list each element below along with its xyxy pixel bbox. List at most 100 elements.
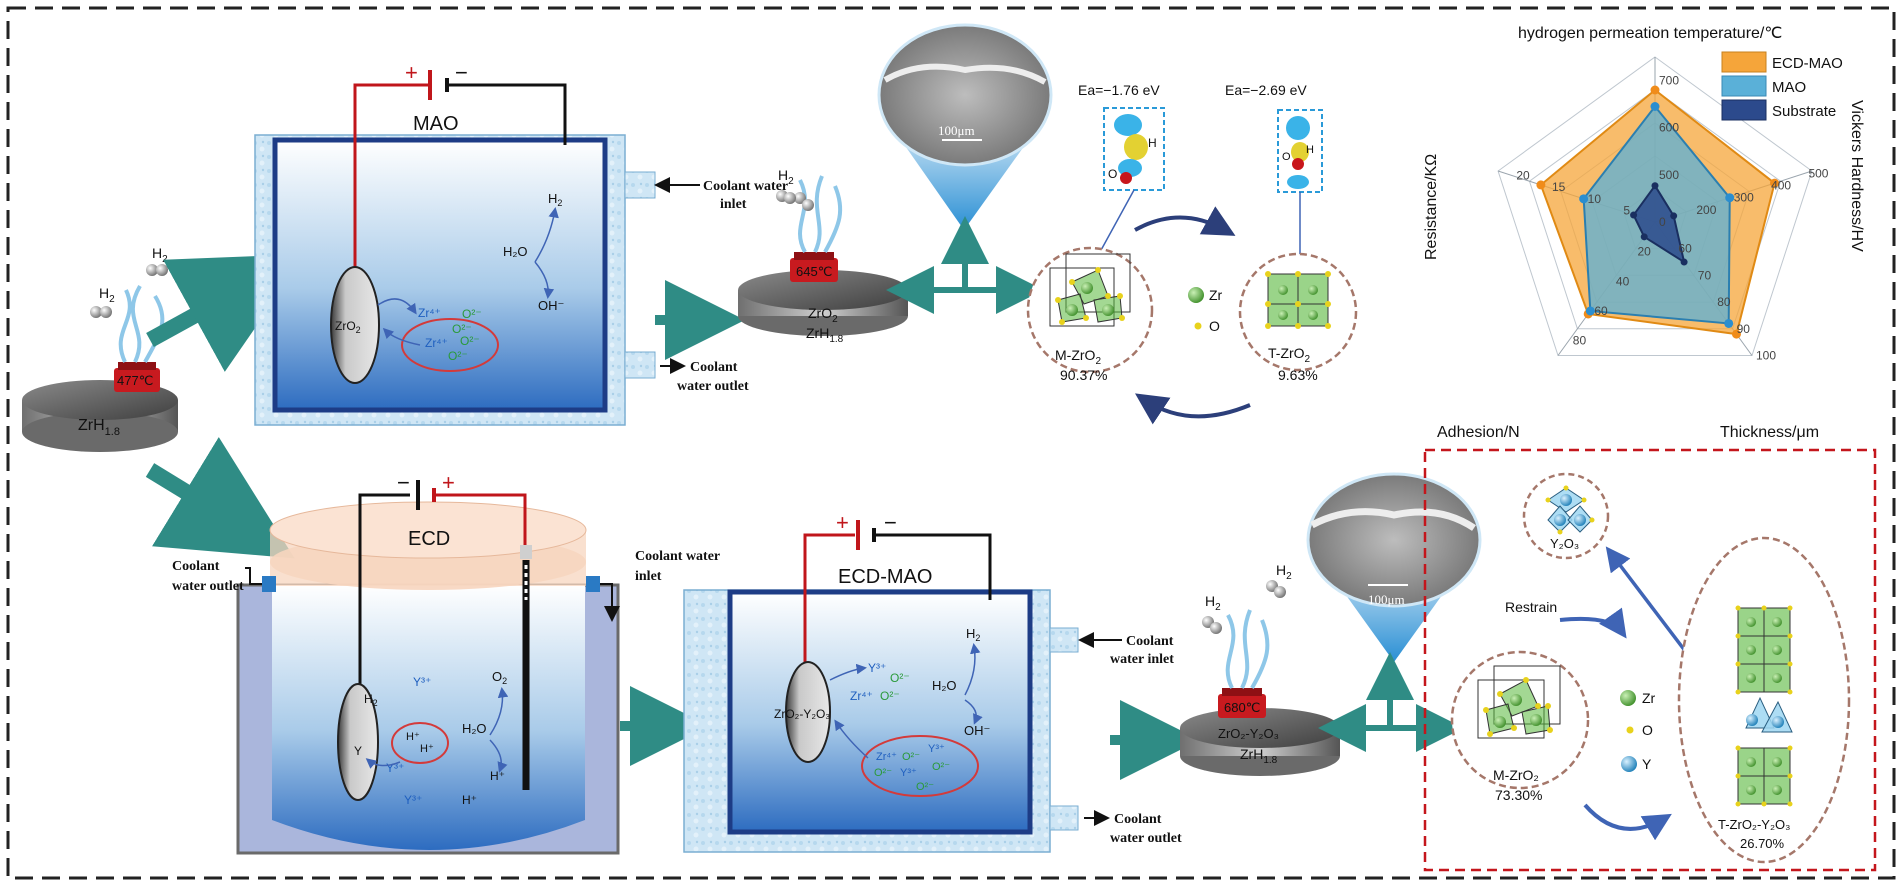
mao-product-top: ZrO2: [808, 305, 838, 325]
mao-ion-o-2: O²⁻: [452, 322, 472, 336]
legend-swatch-mao: [1721, 75, 1767, 97]
radar-point-ecd-mao-3: [1731, 329, 1741, 339]
ecd-sem-scale: 100μm: [1368, 592, 1405, 607]
ecd-y3-3: Y³⁺: [404, 793, 422, 807]
start-disk-label: ZrH1.8: [78, 417, 120, 438]
mao-legend-o: O: [1209, 318, 1220, 334]
mao-label: MAO: [413, 113, 459, 135]
mao-cell: + − MAO ZrO2 Zr⁴⁺ O²⁻ O²⁻ Zr⁴⁺ O²⁻ O²⁻ H…: [254, 60, 788, 426]
legend-mao: MAO: [1772, 79, 1806, 96]
y2o3-label: Y₂O₃: [1550, 536, 1579, 551]
mao-product-bottom: ZrH1.8: [806, 325, 844, 345]
mao-coolant-inlet-2: inlet: [720, 197, 747, 212]
ecd-mao-c-o1: O²⁻: [902, 751, 920, 763]
legend-ecd-mao: ECD-MAO: [1772, 55, 1843, 72]
start-gas-label-2: H2: [152, 245, 168, 265]
ecd-legend-zr: Zr: [1642, 690, 1656, 706]
mao-coolant-outlet-1: Coolant: [690, 360, 738, 375]
radar-point-mao-1: [1650, 102, 1660, 111]
ecd-t-label: T-ZrO₂-Y₂O₃: [1718, 817, 1790, 832]
start-temp: 477℃: [117, 373, 153, 388]
radar-tick-right-3: 400: [1771, 179, 1791, 193]
ecd-h2o: H₂O: [462, 721, 487, 736]
ecd-mao-c-o2: O²⁻: [874, 767, 892, 779]
mao-oh: OH⁻: [538, 298, 564, 313]
ecd-phases: Y₂O₃ Restrain M-ZrO₂ 73.30% Zr O Y: [1423, 448, 1877, 872]
radar-point-substrate-5: [1630, 211, 1638, 219]
radar-axis-adhesion: Adhesion/N: [1437, 424, 1520, 441]
mao-m-label: M-ZrO2: [1055, 347, 1101, 367]
radar-tick-br-2: 70: [1698, 268, 1712, 282]
radar-series-substrate: [1632, 183, 1686, 265]
ecd-product-gas-2: H2: [1276, 562, 1292, 582]
mao-t-label: T-ZrO2: [1268, 345, 1311, 365]
mao-plus: +: [405, 60, 418, 85]
mao-product-temp: 645℃: [796, 264, 832, 279]
ecd-h2: H2: [364, 692, 378, 708]
radar-tick-bl-3: 40: [1616, 274, 1630, 288]
ecd-cell: ECD − + H2 Y H⁺ H⁺ Y³⁺ Y³⁺ Y³⁺ O2 H₂O H⁺…: [172, 470, 720, 855]
radar-axis-resistance: Resistance/KΩ: [1423, 154, 1440, 260]
radar-point-substrate-1: [1651, 182, 1659, 190]
ecd-mao-ion-zr: Zr⁴⁺: [850, 689, 873, 703]
ecd-mao-plus: +: [836, 510, 849, 535]
radar-grid-ring-5: [1497, 56, 1813, 356]
radar-legend: ECD-MAO MAO Substrate: [1721, 51, 1843, 121]
mao-minus: −: [455, 60, 468, 85]
start-gas-flow: [118, 284, 165, 363]
ecd-mao-c-zr: Zr⁴⁺: [876, 751, 897, 763]
radar-tick-right-1: 200: [1696, 203, 1716, 217]
ecd-y3-1: Y³⁺: [413, 675, 431, 689]
ecd-mao-cell: + − ECD-MAO ZrO₂-Y₂O₃ Y³⁺ Zr⁴⁺ O²⁻ O²⁻ Z…: [683, 510, 1182, 853]
mao-sem-scale: 100μm: [938, 123, 975, 138]
mao-ion-o-3: O²⁻: [460, 334, 480, 348]
radar-tick-right-2: 300: [1734, 191, 1754, 205]
radar-tick-br-3: 80: [1717, 295, 1731, 309]
radar-tick-left-1: 5: [1623, 203, 1630, 217]
ecd-mao-ion-o2: O²⁻: [880, 689, 900, 703]
start-substrate: ZrH1.8 477℃ H2 H2: [22, 245, 178, 452]
radar-point-ecd-mao-1: [1650, 85, 1660, 95]
radar-tick-bl-4: 60: [1594, 304, 1608, 318]
radar-point-mao-5: [1579, 194, 1589, 204]
ecd-t-pct: 26.70%: [1740, 836, 1785, 851]
radar-tick-top-3: 700: [1659, 74, 1679, 88]
mao-t-pct: 9.63%: [1278, 367, 1318, 383]
radar-point-ecd-mao-5: [1536, 180, 1546, 190]
legend-substrate: Substrate: [1772, 103, 1836, 120]
dft-h-right: H: [1306, 144, 1314, 156]
ecd-mao-h2o: H₂O: [932, 678, 957, 693]
mao-coolant-inlet-1: Coolant water: [703, 179, 788, 194]
radar-axis-thickness: Thickness/μm: [1720, 424, 1819, 441]
radar-tick-bl-2: 20: [1637, 245, 1651, 259]
dft-o-left: O: [1108, 167, 1117, 181]
legend-swatch-substrate: [1721, 99, 1767, 121]
ecd-legend-y: Y: [1642, 756, 1652, 772]
ecd-phases-box: [1423, 448, 1877, 872]
mao-coolant-outlet-2: water outlet: [677, 379, 749, 394]
radar-point-substrate-2: [1670, 212, 1678, 220]
ecd-mao-electrode: ZrO₂-Y₂O₃: [774, 707, 830, 721]
radar-point-substrate-3: [1680, 258, 1688, 266]
mao-legend-zr: Zr: [1209, 287, 1223, 303]
ecd-m-pct: 73.30%: [1495, 787, 1542, 803]
ecd-hplus-1: H⁺: [406, 731, 420, 743]
ecd-o2: O2: [492, 669, 507, 686]
mao-ion-zr-2: Zr⁴⁺: [425, 336, 448, 350]
ecd-mao-c-o4: O²⁻: [916, 781, 934, 793]
ecd-mao-c-y2: Y³⁺: [900, 767, 917, 779]
ecd-mao-coolant-inlet-1: Coolant: [1126, 634, 1174, 649]
radar-tick-br-4: 90: [1737, 322, 1751, 336]
radar-tick-br-5: 100: [1756, 348, 1776, 362]
mao-ion-o-1: O²⁻: [462, 307, 482, 321]
radar-point-ecd-mao-2: [1770, 178, 1780, 188]
radar-point-mao-3: [1724, 318, 1734, 328]
arrow-to-ecd: [145, 437, 295, 559]
dft-h-left: H: [1148, 136, 1157, 150]
ecd-hplus-3: H⁺: [490, 769, 505, 783]
ecd-mao-ion-o1: O²⁻: [890, 671, 910, 685]
ecd-mao-coolant-outlet-1: Coolant: [1114, 812, 1162, 827]
ea-left: Ea=−1.76 eV: [1078, 82, 1160, 98]
ecd-hplus-2: H⁺: [420, 743, 434, 755]
mao-ion-o-4: O²⁻: [448, 349, 468, 363]
